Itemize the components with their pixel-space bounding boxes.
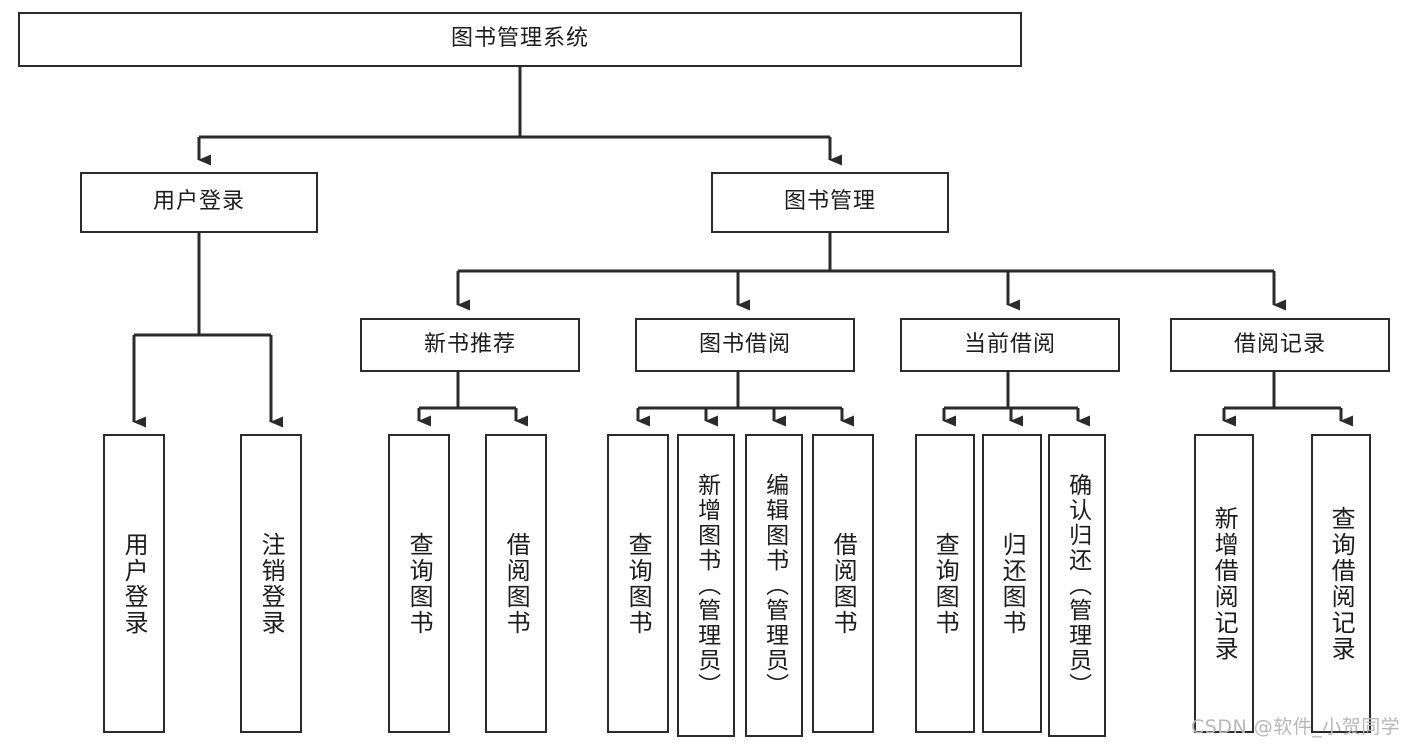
node-leaf-borrow-book-1-label: 借阅图书 [502,531,531,636]
node-current-borrow[interactable]: 当前借阅 [900,318,1120,372]
node-root[interactable]: 图书管理系统 [18,12,1022,67]
node-leaf-query-book-2-label: 查询图书 [624,531,653,636]
node-leaf-query-book-3-label: 查询图书 [931,531,960,636]
node-leaf-add-record-label: 新增借阅记录 [1210,505,1239,662]
node-leaf-query-book-1[interactable]: 查询图书 [388,434,450,733]
node-leaf-return-book[interactable]: 归还图书 [982,434,1042,733]
node-leaf-return-book-label: 归还图书 [998,531,1027,636]
node-leaf-add-record[interactable]: 新增借阅记录 [1194,434,1254,733]
node-borrow-record[interactable]: 借阅记录 [1170,318,1390,372]
node-leaf-user-login[interactable]: 用户登录 [103,434,165,733]
node-leaf-borrow-book-2[interactable]: 借阅图书 [812,434,874,733]
csdn-watermark: CSDN @软件_小贺同学 [1191,716,1401,738]
node-new-book-rec[interactable]: 新书推荐 [360,318,580,372]
node-leaf-query-record[interactable]: 查询借阅记录 [1311,434,1371,733]
node-leaf-query-book-1-label: 查询图书 [405,531,434,636]
node-leaf-confirm-return[interactable]: 确认归还（管理员） [1048,434,1106,737]
node-leaf-logout[interactable]: 注销登录 [240,434,302,733]
node-leaf-query-book-2[interactable]: 查询图书 [607,434,669,733]
node-book-manage[interactable]: 图书管理 [711,172,949,233]
node-leaf-query-book-3[interactable]: 查询图书 [915,434,975,733]
node-leaf-edit-book[interactable]: 编辑图书（管理员） [745,434,803,737]
node-leaf-logout-label: 注销登录 [257,531,286,636]
node-leaf-add-book-label: 新增图书（管理员） [693,473,720,698]
node-leaf-borrow-book-2-label: 借阅图书 [829,531,858,636]
node-leaf-edit-book-label: 编辑图书（管理员） [761,473,788,698]
node-leaf-confirm-return-label: 确认归还（管理员） [1064,473,1091,698]
node-leaf-user-login-label: 用户登录 [120,531,149,636]
node-leaf-borrow-book-1[interactable]: 借阅图书 [485,434,547,733]
node-user-login[interactable]: 用户登录 [80,172,318,233]
node-leaf-add-book[interactable]: 新增图书（管理员） [677,434,735,737]
node-book-borrow[interactable]: 图书借阅 [635,318,855,372]
node-leaf-query-record-label: 查询借阅记录 [1327,505,1356,662]
